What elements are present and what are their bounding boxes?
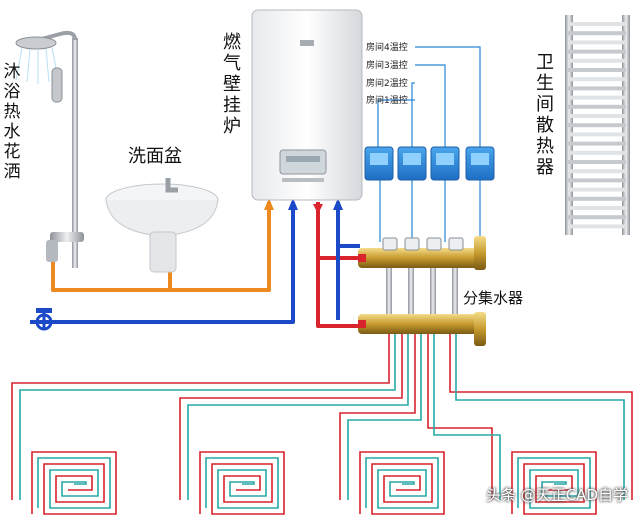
floor-coil-supply bbox=[511, 451, 597, 515]
basin-label: 洗面盆 bbox=[128, 146, 182, 167]
loop-risers bbox=[11, 330, 493, 500]
floor-coil-supply bbox=[359, 451, 445, 515]
radiator-rung bbox=[568, 114, 626, 118]
arrow-up-icon bbox=[264, 198, 274, 210]
radiator-rung bbox=[568, 49, 626, 54]
radiator-rung bbox=[568, 187, 626, 192]
floor-coil-return bbox=[205, 457, 279, 509]
radiator-rung bbox=[568, 160, 626, 164]
thermostat-room4 bbox=[465, 146, 495, 181]
towel-radiator bbox=[565, 15, 630, 235]
radiator-rung bbox=[568, 178, 626, 183]
radiator-rung bbox=[568, 123, 626, 128]
floor-coil-supply bbox=[31, 451, 117, 515]
radiator-rung bbox=[568, 196, 626, 201]
radiator-rung bbox=[568, 86, 626, 91]
radiator-rung bbox=[568, 141, 626, 146]
radiator-rung bbox=[568, 169, 626, 174]
manifold-supply-bar bbox=[358, 248, 484, 268]
radiator-rung bbox=[568, 31, 626, 36]
manifold-label: 分集水器 bbox=[463, 289, 524, 307]
radiator-rung bbox=[568, 104, 626, 109]
thermostat-label-room3: 房间3温控 bbox=[366, 61, 408, 71]
floor-coil-group bbox=[31, 451, 597, 515]
arrow-down-icon bbox=[313, 204, 323, 214]
radiator-rung bbox=[568, 77, 626, 82]
pipe-network bbox=[30, 202, 360, 328]
arrow-up-icon bbox=[288, 198, 298, 210]
radiator-rung bbox=[568, 215, 626, 220]
floor-coil-return bbox=[517, 457, 591, 509]
shower-head-icon bbox=[15, 36, 57, 50]
thermostat-label-room1: 房间1温控 bbox=[366, 96, 408, 106]
watermark: 头条 @天正CAD自学 bbox=[485, 486, 628, 504]
loop-risers-right bbox=[449, 330, 633, 500]
thermostat-panels bbox=[364, 146, 495, 181]
radiator-rung bbox=[568, 68, 626, 72]
radiator-rung bbox=[568, 58, 626, 63]
faucet-icon bbox=[165, 178, 178, 193]
shower-fixture bbox=[15, 30, 84, 268]
floor-coil-return bbox=[37, 457, 111, 509]
washbasin-fixture bbox=[105, 178, 219, 273]
thermostat-label-room4: 房间4温控 bbox=[366, 43, 408, 53]
boiler-label: 燃气壁挂炉 bbox=[223, 32, 241, 137]
arrow-up-icon bbox=[333, 198, 343, 210]
radiator-rung bbox=[568, 132, 626, 137]
thermostat-room3 bbox=[430, 146, 460, 181]
underfloor-heating-loops bbox=[11, 330, 633, 500]
radiator-rung bbox=[568, 224, 626, 229]
loop-risers-return bbox=[19, 330, 501, 500]
radiator-rung bbox=[568, 150, 626, 155]
thermostat-wiring bbox=[377, 46, 481, 242]
cold-inlet-pipe bbox=[30, 202, 295, 324]
thermostat-room2 bbox=[397, 146, 427, 181]
dhw-pipe bbox=[51, 202, 271, 292]
floor-coil-supply bbox=[199, 451, 285, 515]
radiator-rung bbox=[568, 22, 626, 26]
shower-label: 沐浴热水花洒 bbox=[3, 62, 21, 182]
radiator-rung bbox=[568, 95, 626, 100]
thermostat-room1 bbox=[364, 146, 394, 181]
manifold bbox=[358, 236, 486, 346]
thermostat-label-room2: 房间2温控 bbox=[366, 79, 408, 89]
radiator-rung bbox=[568, 206, 626, 210]
cold-water-tap-icon bbox=[35, 308, 53, 331]
floor-coil-return bbox=[365, 457, 439, 509]
gas-boiler bbox=[251, 9, 363, 201]
manifold-return-bar bbox=[358, 314, 484, 334]
radiator-rung bbox=[568, 40, 626, 45]
flow-arrows bbox=[264, 198, 343, 214]
radiator-label: 卫生间散热器 bbox=[536, 52, 554, 178]
